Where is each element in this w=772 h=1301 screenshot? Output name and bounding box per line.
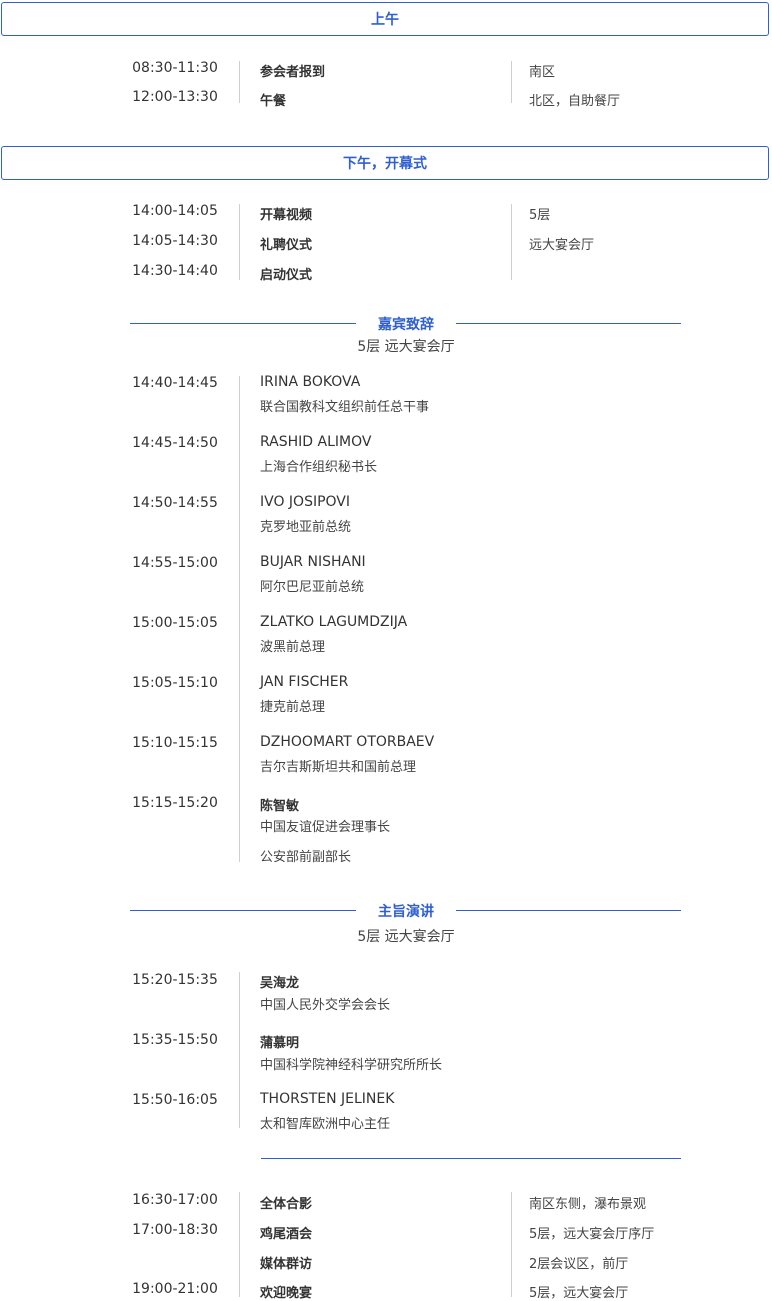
section-rule [130, 323, 356, 324]
speaker-name: IVO JOSIPOVI [260, 494, 351, 510]
schedule-location: 南区 [529, 65, 556, 80]
speaker-role: 中国友谊促进会理事长 [260, 820, 391, 835]
schedule-location: 5层 [529, 208, 551, 223]
schedule-time: 14:30-14:40 [132, 263, 218, 279]
speaker-name: ZLATKO LAGUMDZIJA [260, 614, 408, 630]
speaker-name: JAN FISCHER [260, 674, 349, 690]
speaker-role: 上海合作组织秘书长 [260, 460, 378, 475]
schedule-time: 15:15-15:20 [132, 795, 218, 811]
section-rule [130, 910, 356, 911]
schedule-time: 15:00-15:05 [132, 615, 218, 631]
section-venue: 5层 远大宴会厅 [357, 929, 455, 945]
schedule-time: 14:00-14:05 [132, 203, 218, 219]
section-header-label: 下午，开幕式 [343, 156, 427, 172]
speaker-name: 蒲慕明 [260, 1036, 300, 1051]
speaker-name: DZHOOMART OTORBAEV [260, 734, 435, 750]
schedule-title: 鸡尾酒会 [260, 1227, 313, 1242]
schedule-time: 12:00-13:30 [132, 89, 218, 105]
section-rule [456, 910, 681, 911]
divider-line [239, 61, 240, 103]
schedule-location: 远大宴会厅 [529, 238, 595, 253]
schedule-time: 14:05-14:30 [132, 233, 218, 249]
schedule-time: 15:10-15:15 [132, 735, 218, 751]
speaker-role: 中国人民外交学会会长 [260, 998, 391, 1013]
section-heading-keynotes: 主旨演讲 [360, 901, 452, 921]
speaker-name: BUJAR NISHANI [260, 554, 366, 570]
schedule-location: 北区，自助餐厅 [529, 94, 621, 109]
speaker-role: 吉尔吉斯斯坦共和国前总理 [260, 760, 417, 775]
schedule-title: 开幕视频 [260, 208, 313, 223]
schedule-time: 15:50-16:05 [132, 1092, 218, 1108]
schedule-location: 5层，远大宴会厅 [529, 1286, 629, 1301]
divider-line [239, 376, 240, 862]
schedule-location: 5层，远大宴会厅序厅 [529, 1227, 655, 1242]
divider-line [239, 204, 240, 280]
speaker-name: IRINA BOKOVA [260, 374, 361, 390]
divider-line [239, 1192, 240, 1297]
divider-line [511, 1192, 512, 1297]
speaker-role: 阿尔巴尼亚前总统 [260, 580, 365, 595]
speaker-role: 联合国教科文组织前任总干事 [260, 400, 430, 415]
speaker-role: 克罗地亚前总统 [260, 520, 352, 535]
schedule-title: 全体合影 [260, 1197, 313, 1212]
schedule-title: 启动仪式 [260, 268, 313, 283]
speaker-role: 中国科学院神经科学研究所所长 [260, 1058, 443, 1073]
schedule-title: 午餐 [260, 94, 287, 109]
section-rule [456, 323, 681, 324]
section-venue: 5层 远大宴会厅 [357, 339, 455, 355]
schedule-time: 14:40-14:45 [132, 375, 218, 391]
schedule-time: 14:45-14:50 [132, 435, 218, 451]
schedule-time: 19:00-21:00 [132, 1281, 218, 1297]
speaker-role: 波黑前总理 [260, 640, 326, 655]
schedule-time: 14:55-15:00 [132, 555, 218, 571]
speaker-name: 陈智敏 [260, 799, 300, 814]
schedule-location: 南区东侧，瀑布景观 [529, 1197, 647, 1212]
speaker-role: 捷克前总理 [260, 700, 326, 715]
schedule-title: 参会者报到 [260, 65, 326, 80]
divider-line [511, 61, 512, 103]
speaker-name: THORSTEN JELINEK [260, 1091, 395, 1107]
speaker-role: 太和智库欧洲中心主任 [260, 1117, 391, 1132]
schedule-title: 欢迎晚宴 [260, 1286, 313, 1301]
schedule-time: 15:05-15:10 [132, 675, 218, 691]
divider-line [239, 972, 240, 1128]
section-header-label: 上午 [371, 12, 399, 28]
schedule-time: 16:30-17:00 [132, 1192, 218, 1208]
speaker-name: 吴海龙 [260, 976, 300, 991]
schedule-time: 14:50-14:55 [132, 495, 218, 511]
section-header-afternoon: 下午，开幕式 [1, 146, 769, 180]
speaker-role: 公安部前副部长 [260, 850, 352, 865]
schedule-time: 17:00-18:30 [132, 1222, 218, 1238]
section-rule [261, 1158, 681, 1159]
speaker-name: RASHID ALIMOV [260, 434, 372, 450]
schedule-title: 媒体群访 [260, 1257, 313, 1272]
divider-line [511, 204, 512, 280]
schedule-time: 15:20-15:35 [132, 972, 218, 988]
section-header-morning: 上午 [1, 2, 769, 36]
schedule-title: 礼聘仪式 [260, 238, 313, 253]
schedule-time: 15:35-15:50 [132, 1032, 218, 1048]
schedule-location: 2层会议区，前厅 [529, 1257, 629, 1272]
schedule-time: 08:30-11:30 [132, 60, 218, 76]
section-heading-guest-speeches: 嘉宾致辞 [360, 314, 452, 334]
